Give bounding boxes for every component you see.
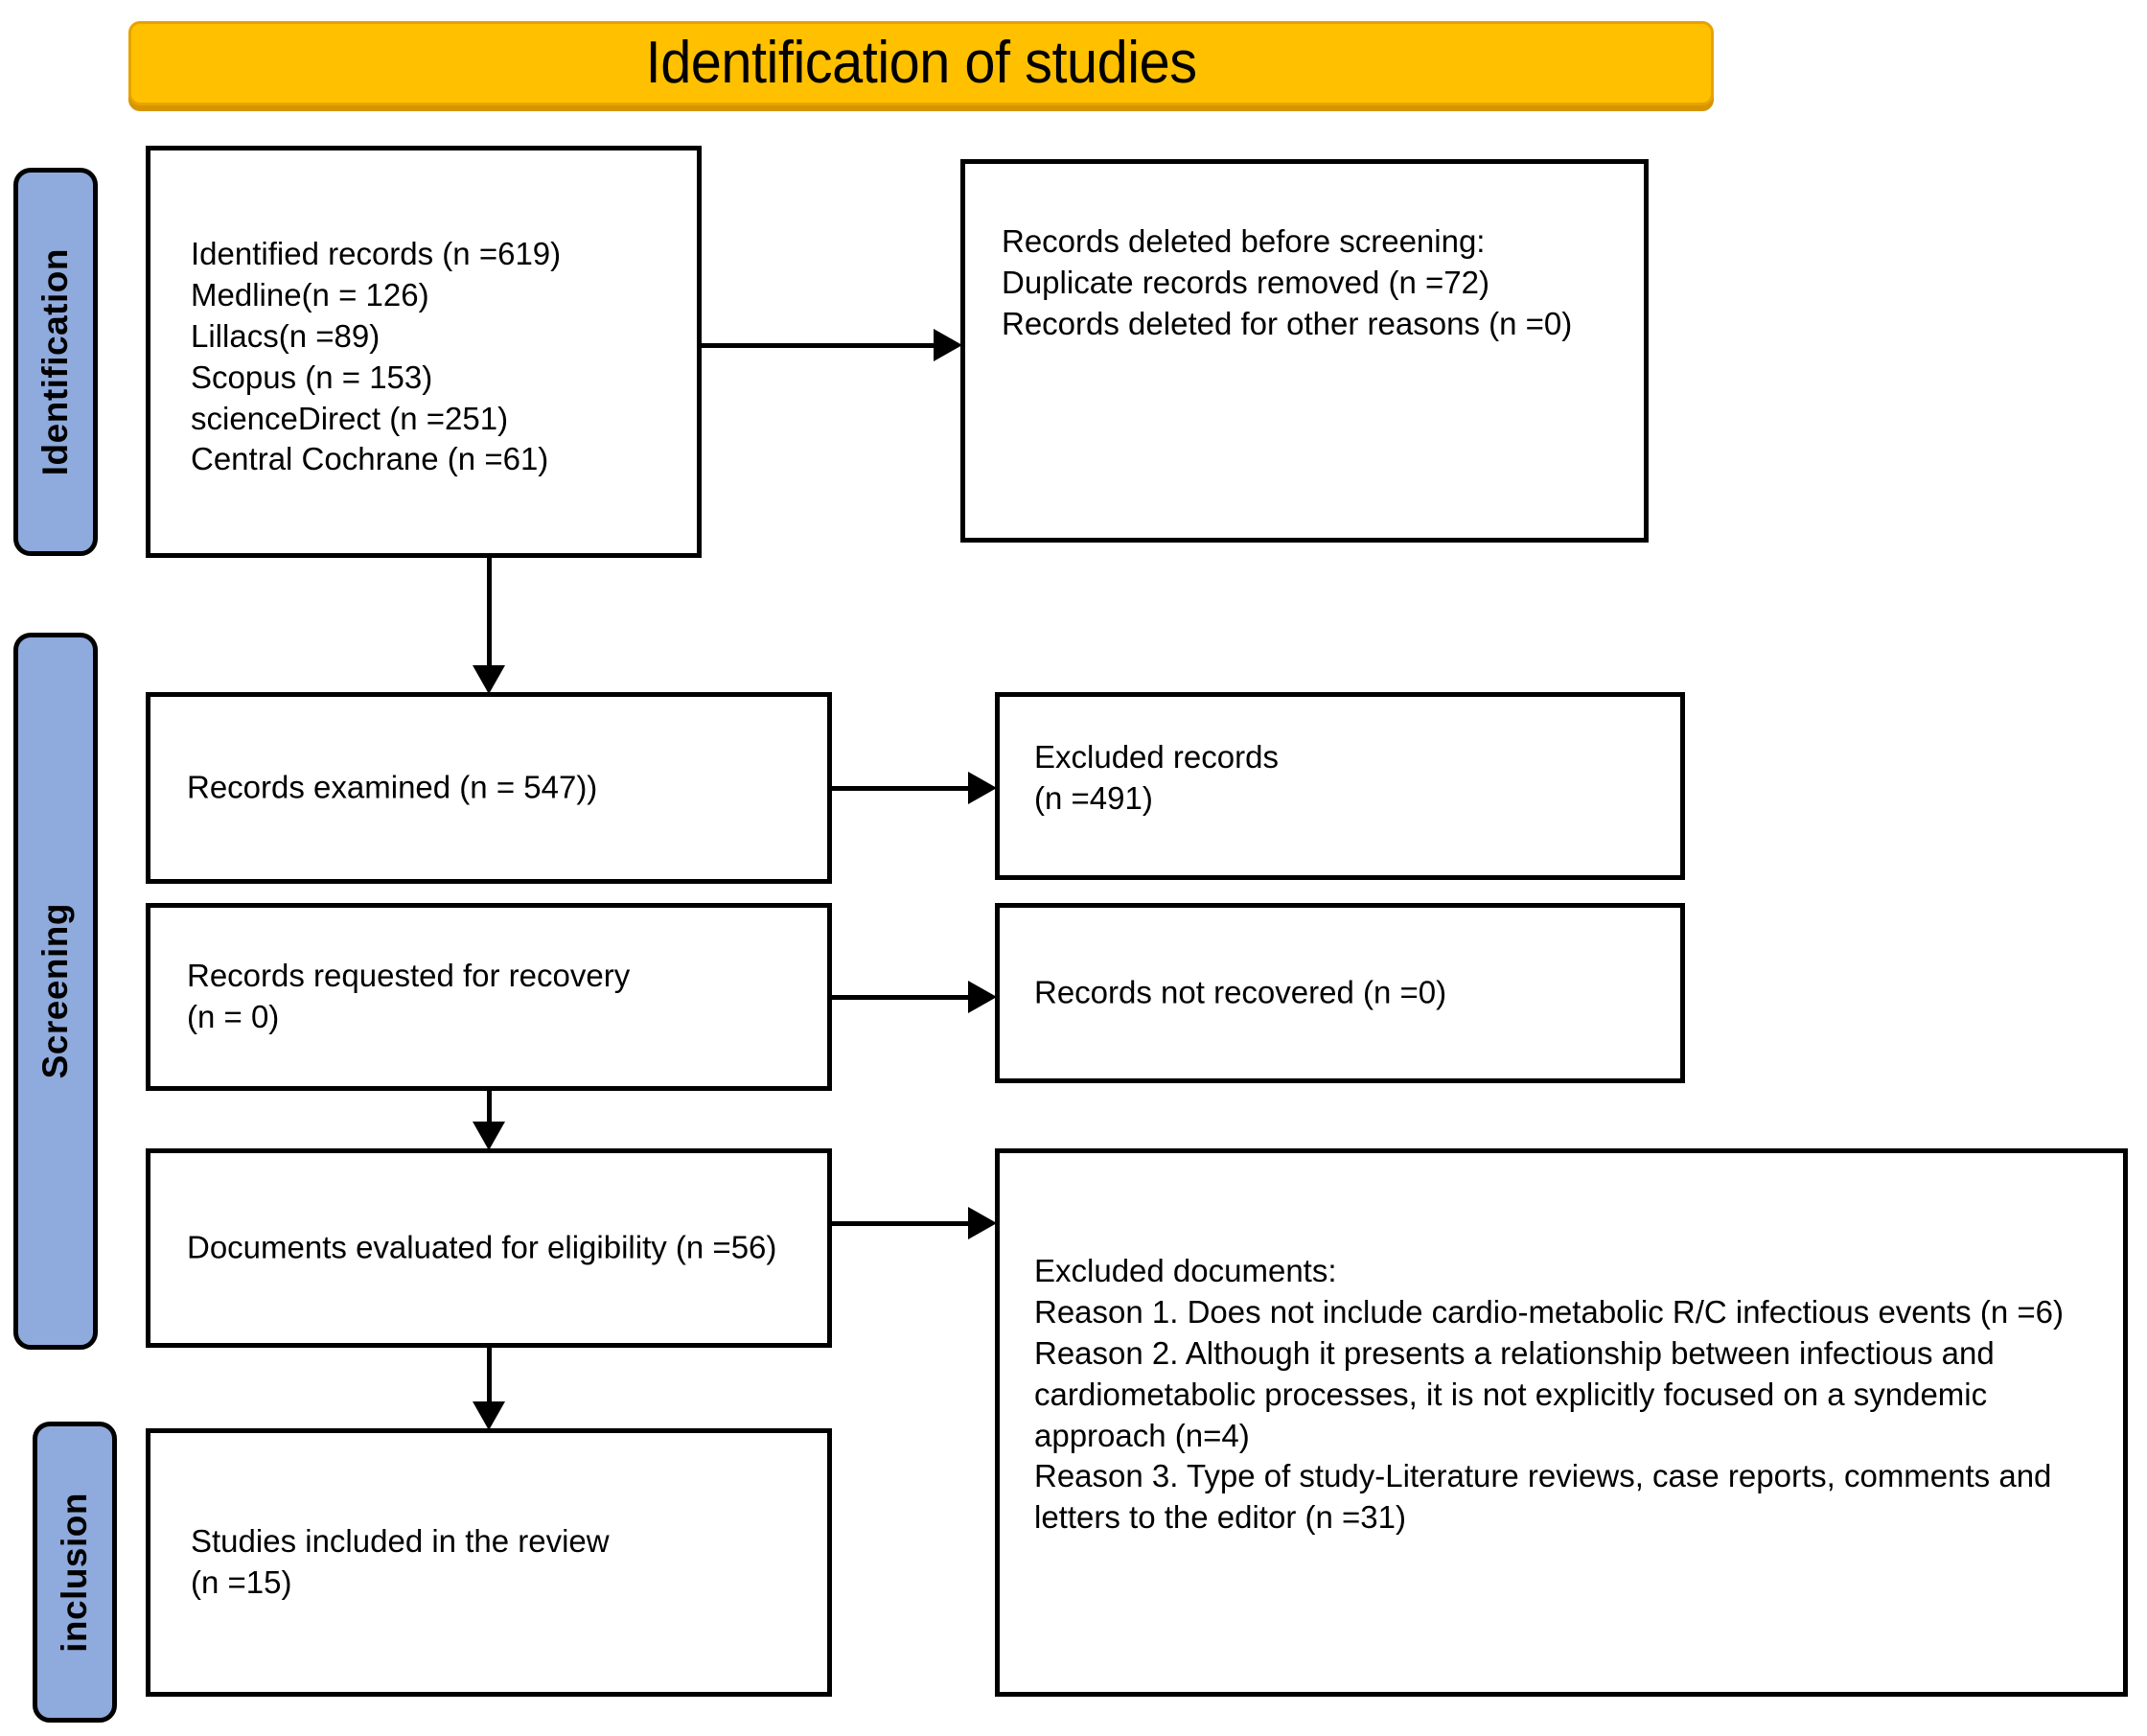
arrow-down-icon-evaluated-to-included xyxy=(470,1348,508,1430)
box-records-requested-text: Records requested for recovery (n = 0) xyxy=(187,958,631,1034)
stage-label-inclusion-text: inclusion xyxy=(55,1492,94,1653)
box-studies-included-in-review: Studies included in the review (n =15) xyxy=(146,1428,832,1697)
arrow-line xyxy=(832,786,970,791)
box-identified-records-text: Identified records (n =619) Medline(n = … xyxy=(191,236,562,477)
box-documents-evaluated-text: Documents evaluated for eligibility (n =… xyxy=(187,1229,777,1265)
arrow-head xyxy=(968,772,997,804)
arrow-line xyxy=(832,995,970,1000)
arrow-right-icon-identified-to-deleted xyxy=(702,326,962,364)
arrow-down-icon-identified-to-examined xyxy=(470,558,508,694)
arrow-right-icon-examined-to-excluded xyxy=(832,769,997,807)
box-excluded-documents: Excluded documents: Reason 1. Does not i… xyxy=(995,1148,2128,1697)
box-excluded-documents-text: Excluded documents: Reason 1. Does not i… xyxy=(1034,1253,2064,1536)
box-records-not-recovered-text: Records not recovered (n =0) xyxy=(1034,974,1447,1010)
arrow-right-icon-requested-to-not-recovered xyxy=(832,978,997,1016)
arrow-head xyxy=(968,1207,997,1239)
arrow-head xyxy=(473,1122,505,1150)
stage-label-screening-text: Screening xyxy=(35,903,75,1079)
arrow-line xyxy=(832,1221,970,1226)
box-records-not-recovered: Records not recovered (n =0) xyxy=(995,903,1685,1083)
arrow-head xyxy=(473,665,505,694)
stage-label-screening: Screening xyxy=(13,633,98,1350)
page-title: Identification of studies xyxy=(645,30,1197,96)
box-records-examined: Records examined (n = 547)) xyxy=(146,692,832,884)
box-studies-included-text: Studies included in the review (n =15) xyxy=(191,1523,610,1600)
box-documents-evaluated-for-eligibility: Documents evaluated for eligibility (n =… xyxy=(146,1148,832,1348)
box-excluded-records-text: Excluded records (n =491) xyxy=(1034,739,1279,816)
arrow-line xyxy=(487,1348,492,1403)
box-excluded-records: Excluded records (n =491) xyxy=(995,692,1685,880)
arrow-head xyxy=(934,329,962,361)
arrow-down-icon-requested-to-evaluated xyxy=(470,1091,508,1150)
box-records-deleted-before-screening: Records deleted before screening: Duplic… xyxy=(960,159,1649,543)
arrow-head xyxy=(968,981,997,1013)
stage-label-identification: Identification xyxy=(13,168,98,556)
arrow-line xyxy=(487,558,492,667)
stage-label-inclusion: inclusion xyxy=(33,1422,117,1723)
arrow-line xyxy=(487,1091,492,1123)
box-identified-records: Identified records (n =619) Medline(n = … xyxy=(146,146,702,558)
box-records-examined-text: Records examined (n = 547)) xyxy=(187,769,598,805)
arrow-right-icon-evaluated-to-excluded-documents xyxy=(832,1204,997,1242)
box-records-deleted-text: Records deleted before screening: Duplic… xyxy=(1002,223,1573,341)
box-records-requested-for-recovery: Records requested for recovery (n = 0) xyxy=(146,903,832,1091)
arrow-head xyxy=(473,1401,505,1430)
arrow-line xyxy=(702,343,935,348)
stage-label-identification-text: Identification xyxy=(35,247,75,476)
diagram-title-banner: Identification of studies xyxy=(128,21,1714,105)
